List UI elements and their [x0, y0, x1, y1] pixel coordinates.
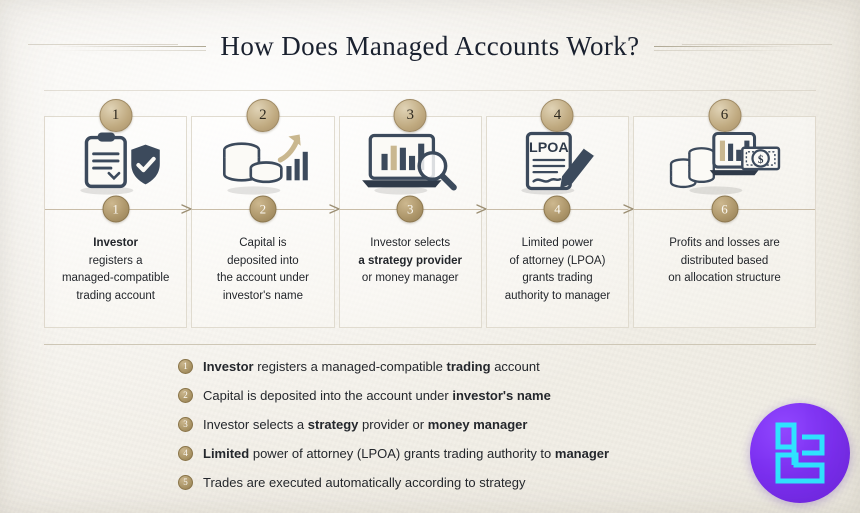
caption-line: trading account [76, 289, 155, 302]
step-badge-mid: 1 [102, 195, 130, 223]
list-item-number-badge: 1 [178, 359, 193, 374]
laptop-chart-search-icon [362, 133, 458, 195]
step-badge-mid: 6 [711, 195, 739, 223]
caption-line: Investor selects [370, 237, 451, 249]
step-icon-container: LPOA [487, 117, 628, 209]
background-rule-upper [44, 90, 816, 91]
caption-line: Profits and losses are [669, 237, 780, 249]
list-item-text: Trades are executed automatically accord… [203, 475, 526, 490]
caption-line: on allocation structure [668, 272, 781, 284]
list-item: 5 Trades are executed automatically accor… [178, 473, 818, 502]
step-icon-container [192, 117, 333, 209]
page-title: How Does Managed Accounts Work? [220, 30, 640, 61]
list-item-text: Limited power of attorney (LPOA) grants … [203, 446, 610, 461]
caption-line: Limited power [521, 237, 594, 249]
step-badge-top: 2 [246, 99, 280, 132]
coins-growth-icon [222, 134, 308, 195]
list-item: 2 Capital is deposited into the account u… [178, 386, 818, 415]
background-rule-top [28, 44, 178, 45]
caption-line: managed-compatible [61, 272, 170, 284]
caption-line: Investor [93, 237, 139, 249]
step-badge-mid: 4 [543, 195, 571, 223]
list-item-text: Capital is deposited into the account un… [203, 388, 551, 403]
list-item-number-badge: 3 [178, 417, 193, 432]
list-item-number-badge: 5 [178, 475, 193, 490]
step-badge-mid: 3 [396, 195, 424, 223]
step-caption: Limited power of attorney (LPOA) grants tr… [499, 235, 616, 305]
clipboard-shield-icon [80, 132, 160, 195]
list-item-text: Investor registers a managed-compatible … [203, 359, 540, 374]
step-icon-container [45, 117, 186, 209]
svg-text:LPOA: LPOA [530, 140, 570, 156]
flow-arrow-icon [181, 204, 192, 214]
flow-arrow-icon [623, 204, 634, 214]
caption-line: distributed based [680, 254, 769, 267]
caption-line: investor's name [222, 289, 303, 302]
step-badge-top: 1 [99, 99, 133, 132]
caption-line: or money manager [361, 272, 459, 284]
svg-text:$: $ [757, 154, 763, 166]
flow-arrow-icon [476, 204, 487, 214]
brand-logo[interactable] [750, 403, 850, 503]
flow-arrow-icon [328, 204, 340, 214]
step-caption: Capital is deposited into the account unde… [211, 235, 315, 305]
step-icon-container [340, 117, 481, 209]
list-item-text: Investor selects a strategy provider or … [203, 417, 528, 432]
step-caption: Investor selects a strategy provider or mo… [352, 235, 468, 288]
step-badge-top: 6 [708, 99, 742, 132]
step-caption: Profits and losses are distributed based o… [662, 235, 787, 288]
step-badge-top: 4 [540, 99, 574, 132]
step-icon-container: $ [634, 117, 815, 209]
coins-chart-banknote-icon: $ [669, 131, 780, 195]
step-caption: Investor registers a managed-compatible tra… [56, 235, 175, 305]
list-item-number-badge: 4 [178, 446, 193, 461]
caption-line: authority to manager [504, 289, 611, 302]
caption-line: the account under [216, 272, 309, 284]
caption-line: grants trading [522, 272, 593, 284]
step-badge-mid: 2 [249, 195, 277, 223]
lpoa-document-pen-icon: LPOA [521, 131, 596, 195]
section-divider [44, 344, 816, 345]
summary-list: 1 Investor registers a managed-compatible… [178, 357, 818, 502]
background-rule-top-right [682, 44, 832, 45]
caption-line: deposited into [227, 254, 299, 267]
list-item: 4 Limited power of attorney (LPOA) grants… [178, 444, 818, 473]
list-item: 1 Investor registers a managed-compatible… [178, 357, 818, 386]
list-item-number-badge: 2 [178, 388, 193, 403]
caption-line: Capital is [239, 237, 287, 249]
step-badge-top: 3 [393, 99, 427, 132]
header: How Does Managed Accounts Work? [0, 26, 860, 66]
caption-line: of attorney (LPOA) [509, 254, 606, 267]
caption-line: a strategy provider [358, 254, 462, 267]
list-item: 3 Investor selects a strategy provider or… [178, 415, 818, 444]
brand-monogram-icon [775, 422, 825, 484]
caption-line: registers a [88, 254, 143, 267]
